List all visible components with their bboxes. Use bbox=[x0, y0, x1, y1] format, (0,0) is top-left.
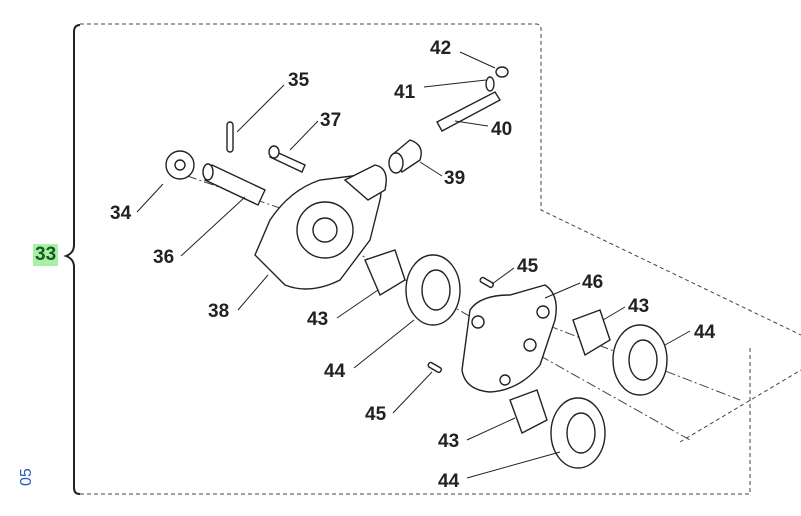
part-43-inner-rotor bbox=[364, 249, 611, 434]
part-37-bolt bbox=[268, 145, 306, 173]
part-34-gear bbox=[165, 150, 195, 180]
page-code: 05 bbox=[18, 468, 35, 486]
assembly-outline bbox=[80, 23, 801, 495]
part-40-spring bbox=[436, 91, 501, 132]
leader-lines bbox=[136, 51, 691, 479]
callout-40[interactable]: 40 bbox=[491, 119, 512, 140]
callout-45[interactable]: 45 bbox=[517, 256, 539, 277]
callout-44[interactable]: 44 bbox=[324, 361, 346, 382]
part-38-pump-housing bbox=[254, 164, 387, 290]
group-callout-33[interactable]: 33 bbox=[33, 244, 59, 266]
callout-43[interactable]: 43 bbox=[307, 309, 328, 330]
callout-41[interactable]: 41 bbox=[394, 82, 416, 103]
part-42-circlip bbox=[495, 66, 509, 78]
callout-39[interactable]: 39 bbox=[444, 168, 465, 189]
callout-34[interactable]: 34 bbox=[110, 203, 132, 224]
part-36-shaft bbox=[202, 163, 266, 206]
callout-44[interactable]: 44 bbox=[694, 322, 716, 343]
callout-45[interactable]: 45 bbox=[365, 404, 387, 425]
part-44-outer-rotor bbox=[405, 254, 668, 469]
callout-46[interactable]: 46 bbox=[582, 272, 603, 293]
callout-36[interactable]: 36 bbox=[153, 247, 174, 268]
callout-43[interactable]: 43 bbox=[628, 296, 649, 317]
part-39-plunger bbox=[388, 139, 422, 174]
callout-37[interactable]: 37 bbox=[320, 110, 341, 131]
part-46-cover-plate bbox=[461, 284, 557, 393]
callout-44[interactable]: 44 bbox=[438, 471, 460, 492]
callout-43[interactable]: 43 bbox=[438, 431, 459, 452]
group-bracket bbox=[63, 24, 81, 495]
part-45-dowel-pin bbox=[427, 276, 495, 374]
callout-38[interactable]: 38 bbox=[208, 301, 229, 322]
callout-42[interactable]: 42 bbox=[430, 38, 451, 59]
callout-35[interactable]: 35 bbox=[288, 70, 310, 91]
part-41-washer bbox=[485, 76, 495, 92]
part-35-pin bbox=[226, 121, 234, 153]
